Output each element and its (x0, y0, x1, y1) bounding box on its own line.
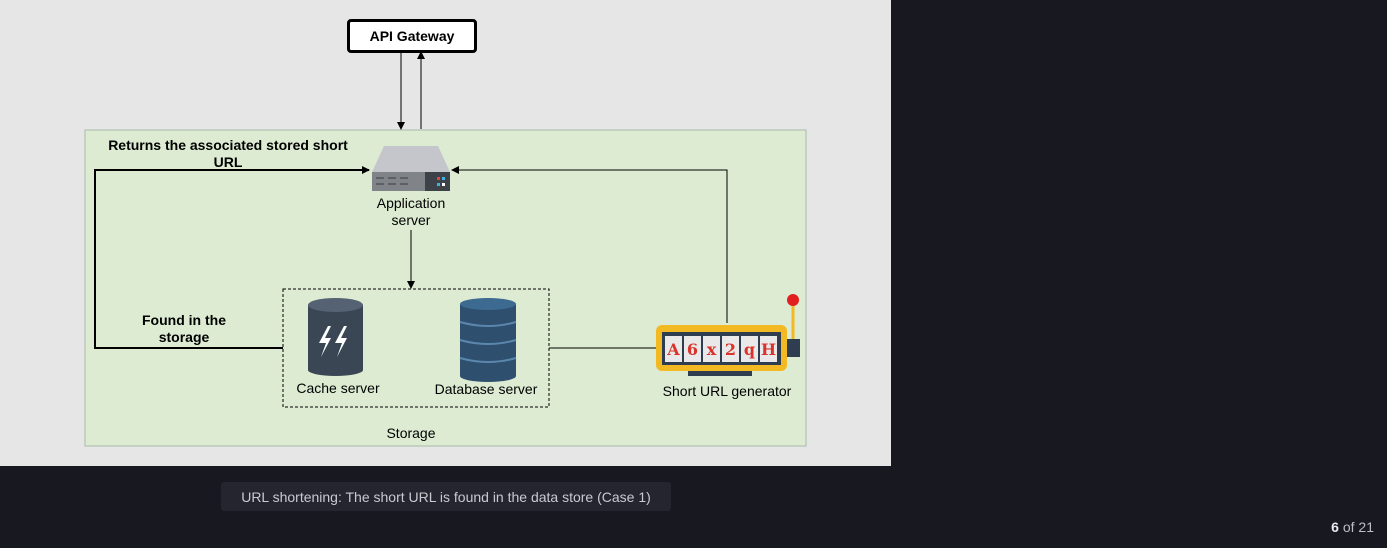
reel-4: 2 (725, 340, 736, 359)
app-server-label: Application server (376, 195, 446, 228)
return-label: Returns the associated stored short URL (108, 137, 348, 170)
pager-total: 21 (1358, 519, 1374, 535)
arrow-generator-to-app (451, 166, 728, 323)
caption-text: URL shortening: The short URL is found i… (241, 488, 651, 505)
reel-2: 6 (687, 340, 698, 359)
arrow-found-return (94, 166, 370, 349)
reel-3: x (707, 340, 717, 359)
cache-server-label: Cache server (296, 380, 380, 396)
short-url-generator-label: Short URL generator (662, 383, 792, 399)
api-gateway-node: API Gateway (347, 19, 477, 53)
diagram-canvas: A 6 x 2 q H API Gateway Application serv… (0, 0, 891, 466)
slot-machine-icon (656, 294, 800, 376)
database-server-label: Database server (434, 381, 538, 397)
database-icon (459, 298, 517, 382)
slide-caption: URL shortening: The short URL is found i… (221, 482, 671, 511)
slot-reels: A 6 x 2 q H (666, 340, 776, 359)
storage-label: Storage (386, 425, 436, 441)
reel-6: H (761, 340, 776, 359)
server-icon (372, 146, 450, 191)
pager-sep: of (1342, 519, 1355, 535)
diagram-svg: A 6 x 2 q H (84, 51, 807, 447)
pager-current: 6 (1331, 519, 1339, 535)
slide-pager: 6 of 21 (1331, 519, 1374, 535)
found-label: Found in the storage (142, 312, 226, 345)
cache-icon (308, 298, 363, 376)
api-gateway-label: API Gateway (369, 28, 455, 44)
reel-5: q (744, 340, 755, 359)
reel-1: A (666, 340, 680, 359)
